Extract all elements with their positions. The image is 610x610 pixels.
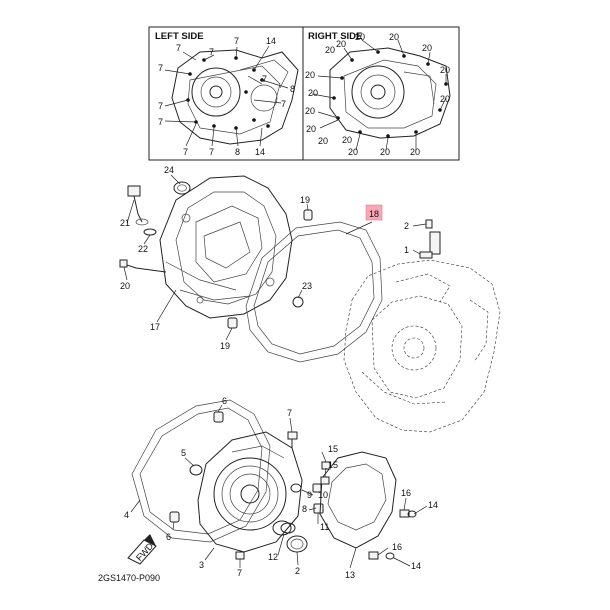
label-18-highlight: 18: [365, 204, 383, 221]
label-13: 13: [345, 570, 355, 580]
label-10: 10: [318, 490, 328, 500]
left-leaders: [164, 45, 289, 147]
label-23: 23: [302, 281, 312, 291]
crankcase-cover-left: FWD: [127, 399, 417, 565]
label-7: 7: [158, 63, 163, 73]
label-5: 5: [181, 448, 186, 458]
label-7: 7: [158, 117, 163, 127]
label-7: 7: [209, 147, 214, 157]
label-15: 15: [328, 444, 338, 454]
label-20: 20: [348, 147, 358, 157]
label-18: 18: [369, 209, 379, 219]
main-labels: 24 21 22 20 17 19 19 23 18 2 1 6 7 5 4 6…: [120, 165, 438, 580]
crankcase-block: [343, 219, 501, 433]
label-17: 17: [150, 322, 160, 332]
label-7: 7: [287, 408, 292, 418]
right-side-inset: RIGHT SIDE 20: [305, 31, 451, 157]
label-20: 20: [422, 43, 432, 53]
label-7: 7: [183, 147, 188, 157]
right-side-title: RIGHT SIDE: [308, 31, 362, 42]
label-20: 20: [355, 32, 365, 42]
label-20: 20: [440, 94, 450, 104]
label-8: 8: [290, 84, 295, 94]
label-7: 7: [237, 568, 242, 578]
main-leaders: [123, 174, 428, 569]
label-20: 20: [120, 281, 130, 291]
left-bolt-dots: [186, 56, 270, 130]
label-20: 20: [318, 136, 328, 146]
crankcase-cover-right: [119, 175, 383, 363]
label-7: 7: [234, 36, 239, 46]
label-11: 11: [320, 522, 329, 532]
label-7: 7: [209, 47, 214, 57]
label-20: 20: [336, 39, 346, 49]
label-20: 20: [306, 124, 316, 134]
label-7: 7: [158, 101, 163, 111]
right-leaders: [311, 39, 447, 151]
label-20: 20: [380, 147, 390, 157]
left-inset-labels: 7 7 14 7 7 7 8 7 7 7 7 7 8 14: [158, 36, 295, 157]
label-3: 3: [199, 560, 204, 570]
label-12: 12: [268, 552, 278, 562]
left-side-inset: LEFT SIDE: [155, 31, 299, 157]
label-20: 20: [342, 135, 352, 145]
label-7: 7: [176, 43, 181, 53]
left-side-title: LEFT SIDE: [155, 31, 204, 42]
label-14: 14: [411, 561, 421, 571]
label-14: 14: [266, 36, 276, 46]
label-20: 20: [410, 147, 420, 157]
inset-box: [148, 26, 460, 161]
label-20: 20: [305, 70, 315, 80]
label-2: 2: [404, 221, 409, 231]
label-20: 20: [389, 32, 399, 42]
label-9: 9: [307, 490, 312, 500]
label-4: 4: [124, 510, 129, 520]
label-7: 7: [262, 74, 267, 84]
right-inset-labels: 20 20 20 20 20 20 20 20 20 20 20 20 20 2…: [305, 32, 450, 157]
label-15: 15: [328, 460, 338, 470]
label-19: 19: [220, 341, 230, 351]
label-21: 21: [120, 218, 130, 228]
label-6: 6: [222, 396, 227, 406]
label-8: 8: [302, 504, 307, 514]
label-16: 16: [392, 542, 402, 552]
fwd-arrow-icon: FWD: [127, 534, 157, 565]
label-22: 22: [138, 244, 148, 254]
label-20: 20: [440, 65, 450, 75]
label-2: 2: [295, 566, 300, 576]
label-20: 20: [308, 88, 318, 98]
label-20: 20: [305, 106, 315, 116]
label-8: 8: [235, 147, 240, 157]
label-14: 14: [255, 147, 265, 157]
diagram-code: 2GS1470-P090: [98, 573, 160, 583]
label-7: 7: [281, 99, 286, 109]
label-1: 1: [404, 245, 409, 255]
label-6: 6: [166, 532, 171, 542]
label-19: 19: [300, 195, 310, 205]
label-24: 24: [164, 165, 174, 175]
label-20: 20: [325, 45, 335, 55]
label-14: 14: [428, 500, 438, 510]
label-16: 16: [401, 488, 411, 498]
